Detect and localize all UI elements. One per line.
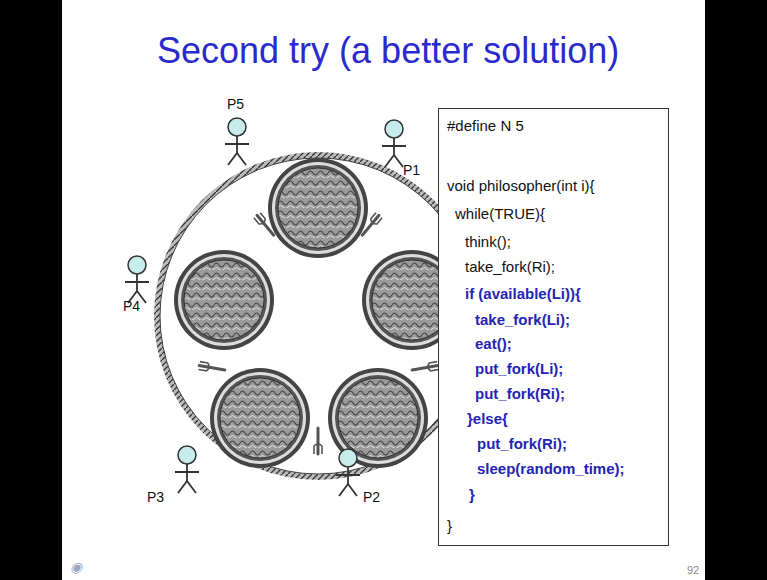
philosopher-label: P2: [363, 489, 380, 505]
highlighted-code-line: put_fork(Ri);: [477, 435, 567, 453]
code-box: #define N 5 void philosopher(int i){ while…: [438, 108, 669, 546]
code-line: }: [447, 517, 452, 535]
highlighted-code-line: put_fork(Ri);: [475, 385, 565, 403]
highlighted-code-line: eat();: [475, 335, 512, 353]
code-line: take_fork(Ri);: [465, 258, 555, 276]
highlighted-code-line: if (available(Li)){: [465, 285, 581, 303]
highlighted-code-line: }: [469, 486, 475, 504]
page-number: 92: [687, 564, 699, 576]
philosopher-label: P3: [147, 489, 164, 505]
slide-title: Second try (a better solution): [157, 30, 619, 72]
highlighted-code-line: }else{: [467, 410, 508, 428]
code-line: think();: [465, 233, 511, 251]
code-line: #define N 5: [447, 117, 524, 135]
philosopher-label: P4: [123, 298, 140, 314]
highlighted-code-line: sleep(random_time);: [477, 460, 625, 478]
logo-mark: ◉: [70, 560, 84, 575]
philosopher-label: P5: [227, 96, 244, 112]
philosopher-label: P1: [403, 162, 420, 178]
highlighted-code-line: take_fork(Li);: [475, 311, 570, 329]
code-line: while(TRUE){: [455, 205, 545, 223]
highlighted-code-line: put_fork(Li);: [475, 360, 563, 378]
code-line: void philosopher(int i){: [447, 177, 595, 195]
